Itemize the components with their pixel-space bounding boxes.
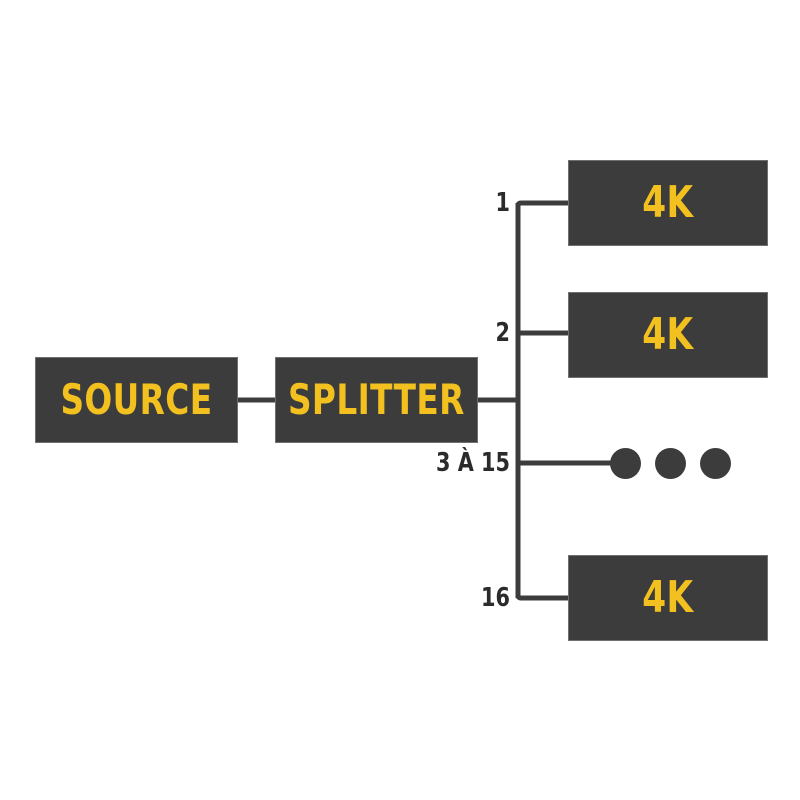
node-display-1[interactable]: 4K [568, 160, 768, 246]
ellipsis-dot-3 [700, 448, 731, 479]
node-display-1-label: 4K [642, 177, 694, 228]
node-display-16[interactable]: 4K [568, 555, 768, 641]
port-label-range: 3 À 15 [436, 448, 510, 478]
node-splitter[interactable]: SPLITTER [275, 357, 478, 443]
port-label-2: 2 [495, 318, 510, 348]
node-display-16-label: 4K [642, 572, 694, 623]
port-label-1: 1 [495, 188, 510, 218]
ellipsis-dot-1 [610, 448, 641, 479]
branch-output-16 [515, 591, 568, 601]
node-display-2-label: 4K [642, 309, 694, 360]
node-source-label: SOURCE [60, 375, 213, 424]
ellipsis-dot-2 [655, 448, 686, 479]
branch-output-1 [515, 200, 568, 210]
node-splitter-label: SPLITTER [288, 375, 465, 424]
node-display-2[interactable]: 4K [568, 292, 768, 378]
node-source[interactable]: SOURCE [35, 357, 238, 443]
port-label-16: 16 [481, 583, 510, 613]
